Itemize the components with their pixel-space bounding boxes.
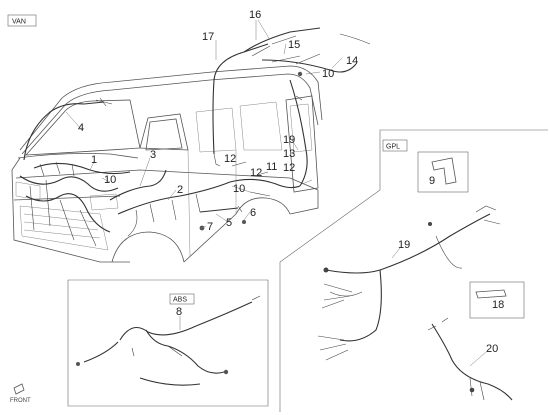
callout-20: 20 — [486, 343, 498, 355]
callout-6: 6 — [250, 207, 256, 219]
gpl-tag-text: GPL — [386, 144, 400, 151]
abs-tag-text: ABS — [173, 297, 187, 304]
callout-5: 5 — [226, 217, 232, 229]
callout-17: 17 — [202, 31, 214, 43]
callout-4: 4 — [78, 122, 84, 134]
gpl-panel: GPL — [279, 129, 548, 412]
front-orientation-mark: FRONT — [10, 383, 31, 404]
van-variant-tag: VAN — [7, 14, 37, 27]
callout-7: 7 — [207, 221, 213, 233]
callout-11: 11 — [266, 161, 277, 173]
callout-2: 2 — [177, 184, 183, 196]
callout-12a: 12 — [224, 153, 236, 165]
callout-12c: 12 — [283, 162, 295, 174]
van-tag-text: VAN — [12, 19, 26, 26]
callout-10a: 10 — [104, 174, 116, 186]
leader-lines — [65, 19, 487, 367]
callout-10b: 10 — [233, 183, 245, 195]
callout-18: 18 — [492, 299, 504, 311]
callout-numbers: 4 1 3 10 2 12 12 11 10 5 6 7 17 16 15 14… — [78, 9, 504, 355]
van-harnesses — [19, 27, 371, 247]
callout-16: 16 — [249, 9, 261, 21]
van-body — [11, 65, 323, 263]
callout-12b: 12 — [250, 167, 262, 179]
callout-19a: 19 — [283, 134, 295, 146]
callout-19b: 19 — [398, 239, 410, 251]
callout-15: 15 — [288, 39, 300, 51]
abs-panel: ABS — [67, 279, 269, 407]
callout-13: 13 — [283, 148, 295, 160]
callout-9: 9 — [429, 175, 435, 187]
callout-3: 3 — [150, 149, 156, 161]
callout-1: 1 — [91, 154, 97, 166]
front-text: FRONT — [10, 398, 31, 404]
callout-14: 14 — [346, 55, 358, 67]
callout-10c: 10 — [322, 68, 334, 80]
callout-8: 8 — [176, 306, 182, 318]
